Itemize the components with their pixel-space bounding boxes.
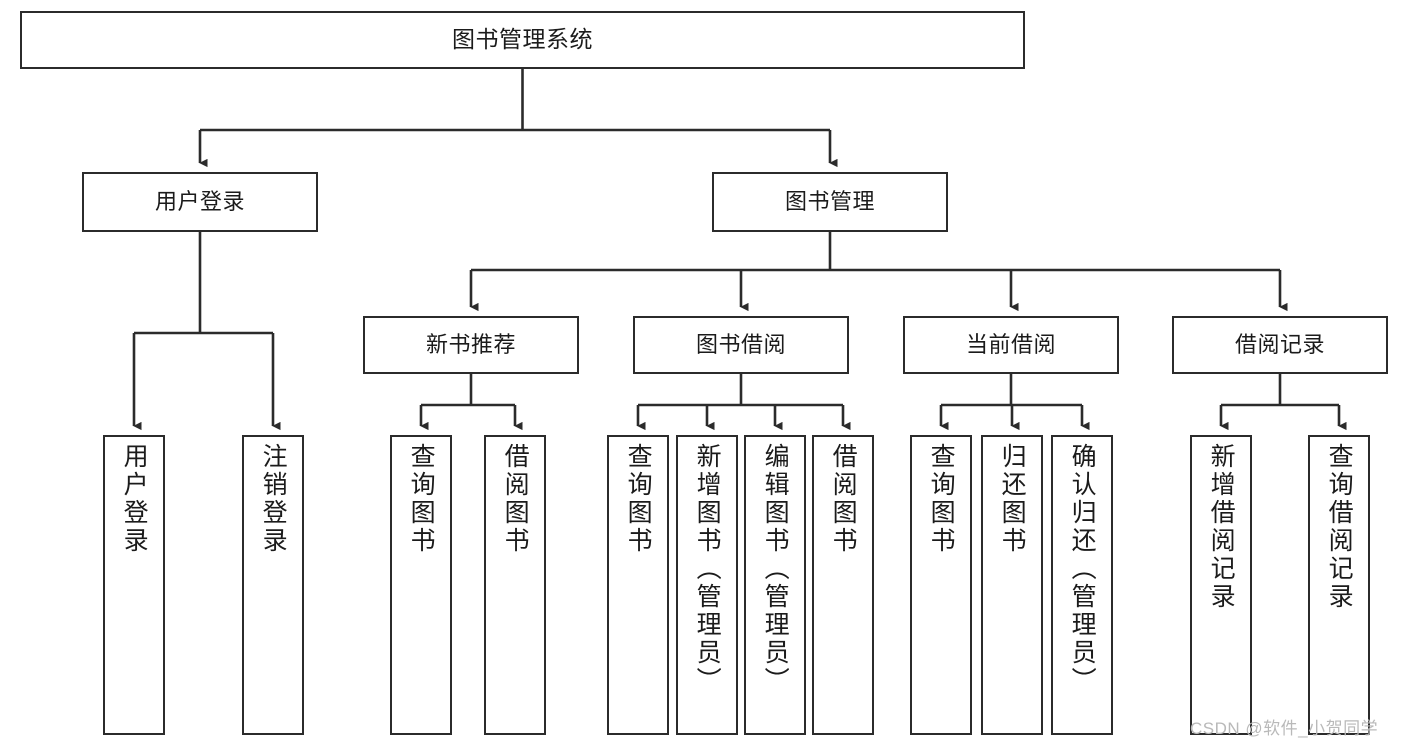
node-label: 当前借阅: [965, 331, 1056, 357]
node-book-borrow[interactable]: 图书借阅: [633, 316, 849, 374]
node-leaf-user-login[interactable]: 用户登录: [103, 435, 165, 735]
node-label: 查询借阅记录: [1325, 443, 1354, 611]
node-label: 确认归还（管理员）: [1068, 443, 1097, 695]
node-leaf-borrow-do[interactable]: 借阅图书: [812, 435, 874, 735]
node-label: 借阅记录: [1234, 331, 1325, 357]
node-label: 图书管理: [784, 188, 875, 214]
node-current-borrow[interactable]: 当前借阅: [903, 316, 1119, 374]
node-leaf-borrow-edit[interactable]: 编辑图书（管理员）: [744, 435, 806, 735]
node-label: 查询图书: [624, 443, 653, 555]
node-label: 新增借阅记录: [1207, 443, 1236, 611]
node-label: 图书借阅: [695, 331, 786, 357]
node-label: 用户登录: [154, 188, 245, 214]
node-leaf-rec-query[interactable]: 查询图书: [390, 435, 452, 735]
node-label: 注销登录: [259, 443, 288, 555]
node-leaf-user-logout[interactable]: 注销登录: [242, 435, 304, 735]
node-label: 用户登录: [120, 443, 149, 555]
node-leaf-cur-query[interactable]: 查询图书: [910, 435, 972, 735]
node-leaf-rec-search[interactable]: 查询借阅记录: [1308, 435, 1370, 735]
node-new-book-rec[interactable]: 新书推荐: [363, 316, 579, 374]
node-leaf-rec-borrow[interactable]: 借阅图书: [484, 435, 546, 735]
node-leaf-borrow-query[interactable]: 查询图书: [607, 435, 669, 735]
node-label: 查询图书: [407, 443, 436, 555]
node-leaf-cur-confirm[interactable]: 确认归还（管理员）: [1051, 435, 1113, 735]
node-user-login[interactable]: 用户登录: [82, 172, 318, 232]
node-leaf-rec-add[interactable]: 新增借阅记录: [1190, 435, 1252, 735]
node-book-manage[interactable]: 图书管理: [712, 172, 948, 232]
node-label: 借阅图书: [501, 443, 530, 555]
node-label: 图书管理系统: [452, 26, 593, 53]
watermark-label: CSDN @软件_小贺同学: [1190, 719, 1379, 738]
node-leaf-cur-return[interactable]: 归还图书: [981, 435, 1043, 735]
node-label: 新增图书（管理员）: [693, 443, 722, 695]
node-label: 查询图书: [927, 443, 956, 555]
node-label: 借阅图书: [829, 443, 858, 555]
node-label: 归还图书: [998, 443, 1027, 555]
node-leaf-borrow-add[interactable]: 新增图书（管理员）: [676, 435, 738, 735]
node-root-图书管理系统[interactable]: 图书管理系统: [20, 11, 1025, 69]
node-label: 新书推荐: [425, 331, 516, 357]
node-label: 编辑图书（管理员）: [761, 443, 790, 695]
node-borrow-record[interactable]: 借阅记录: [1172, 316, 1388, 374]
